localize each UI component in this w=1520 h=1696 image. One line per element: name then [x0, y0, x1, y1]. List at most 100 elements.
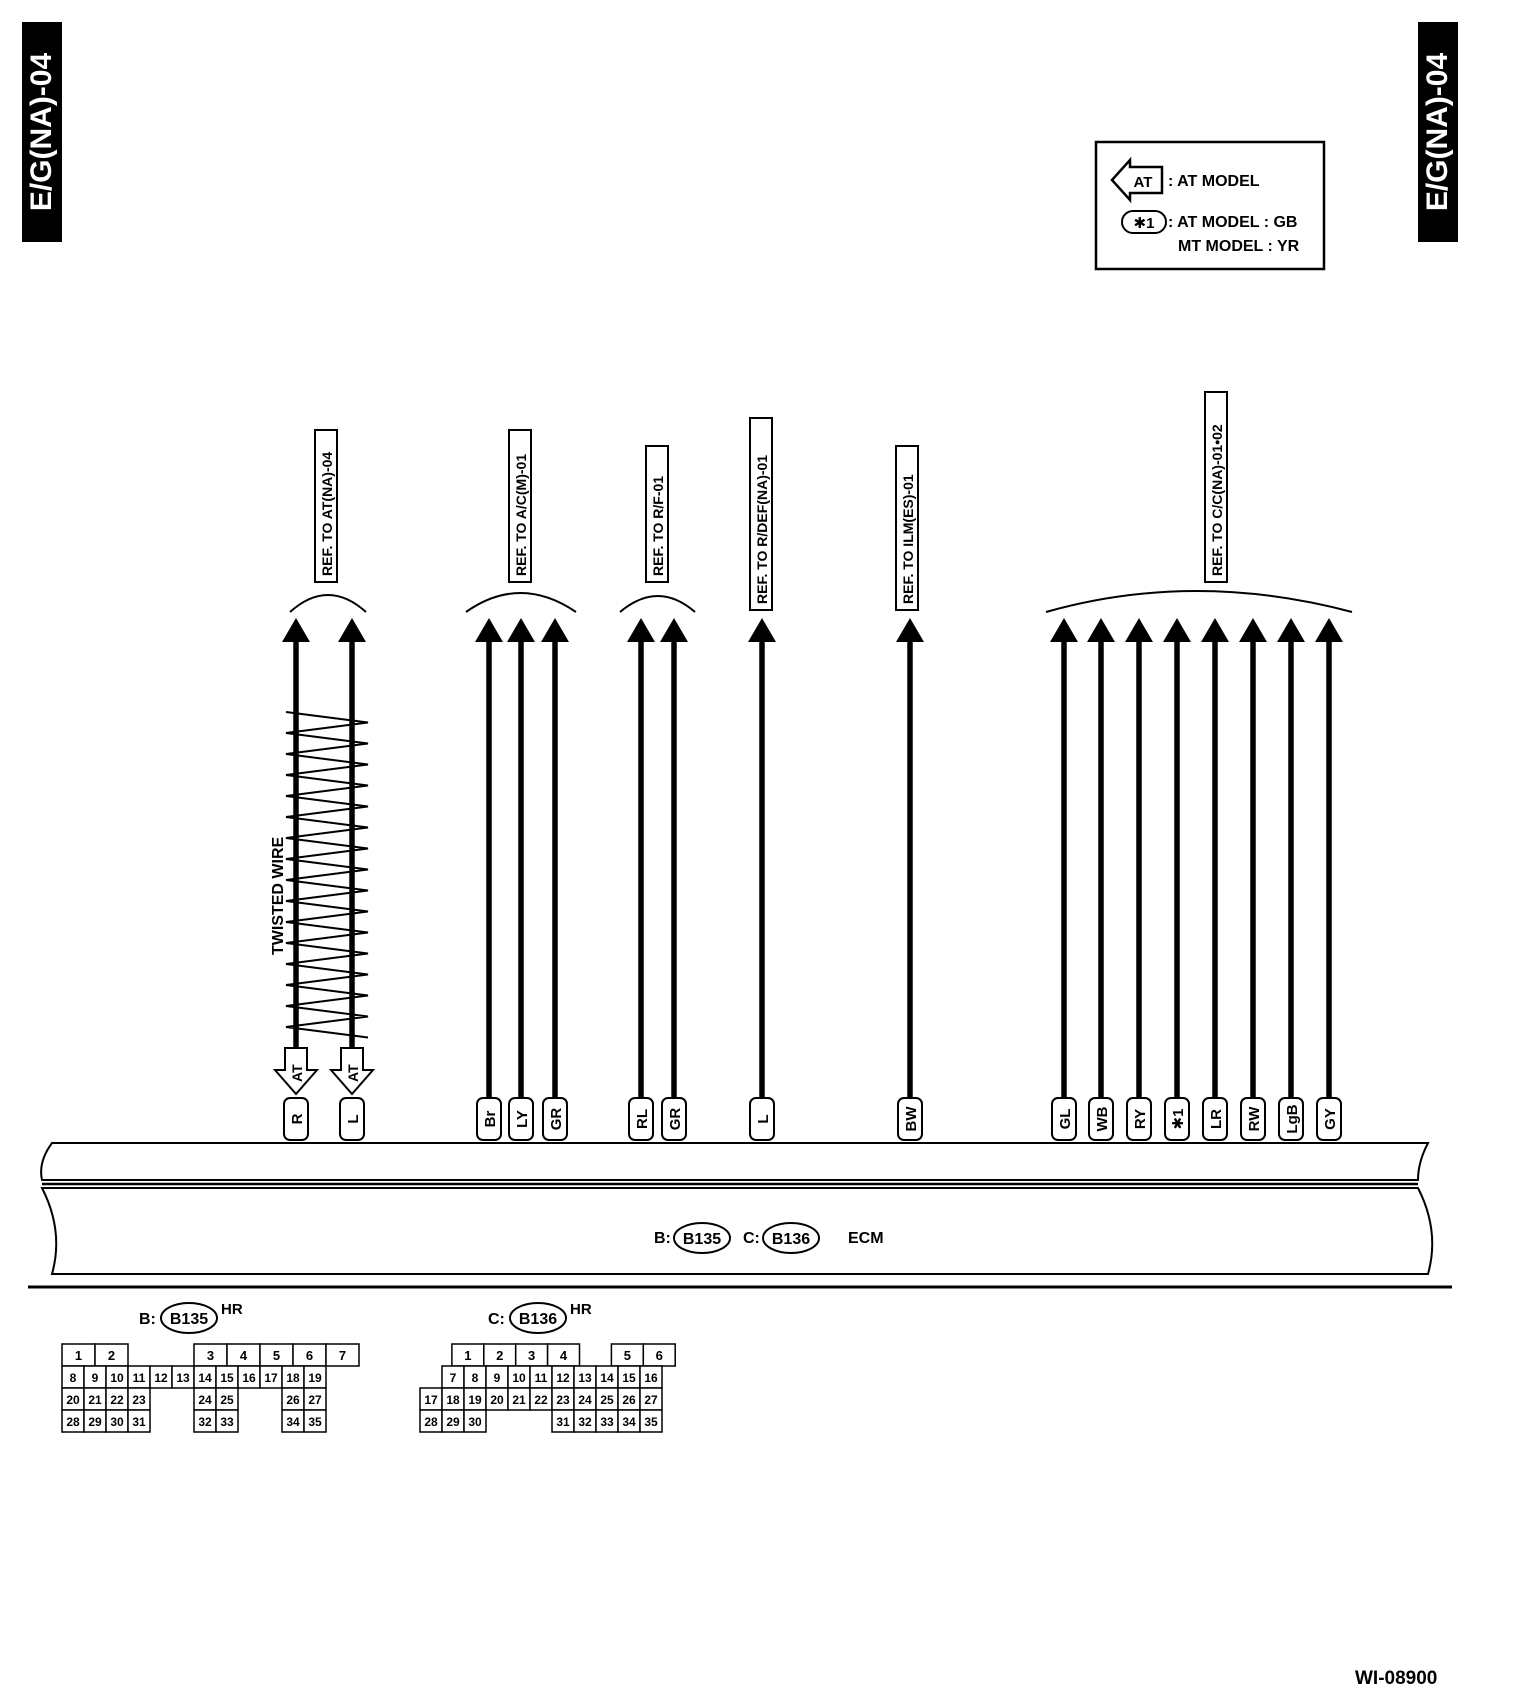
- connector-pin: 15: [622, 1371, 636, 1385]
- bracket-ac: [465, 592, 577, 613]
- group-brackets: [289, 590, 1353, 613]
- connector-cell: [463, 1409, 487, 1433]
- wire-arrow-head: [896, 618, 924, 642]
- wire-color-code: RW: [1246, 1106, 1263, 1132]
- wire-group: ATRC27ATLC35BrC9LYC23GRB16RLC18GRC29LB14…: [272, 618, 1343, 1181]
- connector-pin: 14: [198, 1371, 212, 1385]
- ref-label: REF. TO AT(NA)-04: [319, 452, 335, 576]
- connector-code: B136: [519, 1311, 557, 1328]
- connector-cell: [127, 1409, 151, 1433]
- wire-color-box: [476, 1097, 502, 1141]
- star-symbol-text: ✱1: [1134, 215, 1155, 232]
- connector-cell: [325, 1343, 360, 1367]
- connector-pin: 13: [578, 1371, 592, 1385]
- legend-box: [1094, 140, 1326, 271]
- connector-pin: 18: [286, 1371, 300, 1385]
- connector-pin: 30: [110, 1415, 124, 1429]
- connector-pin: 29: [88, 1415, 102, 1429]
- connector-suffix: HR: [570, 1301, 592, 1318]
- star-line1: : AT MODEL : GB: [1168, 214, 1297, 231]
- connector-pin: 14: [600, 1371, 614, 1385]
- wire-color-code: BW: [903, 1106, 920, 1132]
- wire-color-code: ✱1: [1170, 1109, 1187, 1130]
- at-model-arrow: [272, 1047, 320, 1096]
- connector-pin: 9: [494, 1371, 501, 1385]
- wire-color-box: [897, 1097, 923, 1141]
- wire-color-code: GY: [1322, 1108, 1339, 1130]
- wire-color-box: [1316, 1097, 1342, 1141]
- connector-pin: 35: [308, 1415, 322, 1429]
- connector-pin: 21: [88, 1393, 102, 1407]
- bracket-cc: [1045, 590, 1353, 613]
- wire-arrow-head: [541, 618, 569, 642]
- ref-box: [508, 429, 532, 583]
- wire-arrow-head: [1163, 618, 1191, 642]
- connector-pin: 8: [472, 1371, 479, 1385]
- wire-arrow-head: [660, 618, 688, 642]
- wire-color-box: [1202, 1097, 1228, 1141]
- wire-color-box: [661, 1097, 687, 1141]
- wire-color-box: [1278, 1097, 1304, 1141]
- wire-arrow-head: [1315, 618, 1343, 642]
- connector-pin: 11: [133, 1371, 146, 1385]
- connector-pin: 6: [306, 1348, 313, 1363]
- connector-pin: 6: [656, 1348, 663, 1363]
- wire-color-code: RY: [1132, 1109, 1149, 1129]
- ref-box: [645, 445, 669, 583]
- wire-arrow-head: [1125, 618, 1153, 642]
- connector-suffix: HR: [221, 1301, 243, 1318]
- connector-pin: 21: [512, 1393, 526, 1407]
- wire-color-code: Br: [482, 1111, 499, 1128]
- connector-pin: 22: [534, 1393, 548, 1407]
- connector-pin: 35: [644, 1415, 658, 1429]
- connector-pin: 25: [600, 1393, 614, 1407]
- wire-color-code: LY: [514, 1110, 531, 1128]
- star-symbol-box: [1121, 210, 1167, 234]
- connector-pin: 13: [176, 1371, 190, 1385]
- wire-color-box: [1088, 1097, 1114, 1141]
- page-tag-left: E/G(NA)-04: [22, 22, 62, 242]
- wire-color-code: R: [289, 1113, 306, 1124]
- connector-pin: 2: [108, 1348, 115, 1363]
- connector-pin: 28: [66, 1415, 80, 1429]
- wire-arrow-head: [748, 618, 776, 642]
- wire-arrow-head: [1201, 618, 1229, 642]
- wire-color-box: [749, 1097, 775, 1141]
- at-model-label: AT: [345, 1064, 361, 1082]
- connector-pin: 19: [308, 1371, 322, 1385]
- ref-box: [1204, 391, 1228, 583]
- connector-pin: 5: [624, 1348, 631, 1363]
- ecm-b-code-oval: [673, 1222, 731, 1254]
- connector-pin: 22: [110, 1393, 124, 1407]
- wire-color-box: [628, 1097, 654, 1141]
- connector-pin: 23: [556, 1393, 570, 1407]
- wire-color-code: GR: [667, 1108, 684, 1131]
- wire-color-code: RL: [634, 1109, 651, 1129]
- wire-color-box: [1240, 1097, 1266, 1141]
- connector-pin: 16: [644, 1371, 658, 1385]
- connector-cell: [639, 1409, 663, 1433]
- connector-pin: 10: [512, 1371, 526, 1385]
- wire-color-box: [1051, 1097, 1077, 1141]
- connector-code: B135: [170, 1311, 208, 1328]
- twisted-wire-label: TWISTED WIRE: [270, 836, 287, 955]
- ref-label: REF. TO C/C(NA)-01•02: [1209, 424, 1225, 576]
- page-tag-right: E/G(NA)-04: [1418, 22, 1458, 242]
- connector-pin: 30: [468, 1415, 482, 1429]
- connector-pin: 20: [66, 1393, 80, 1407]
- connector-pin: 26: [622, 1393, 636, 1407]
- wire-color-box: [283, 1097, 309, 1141]
- wire-arrow-head: [507, 618, 535, 642]
- connector-pin: 11: [535, 1371, 548, 1385]
- wire-color-code: GR: [548, 1108, 565, 1131]
- ecm-b-code: B135: [683, 1231, 721, 1248]
- wire-color-box: [1126, 1097, 1152, 1141]
- wire-color-box: [542, 1097, 568, 1141]
- connector-code-oval: [160, 1302, 218, 1334]
- connector-pin: 17: [264, 1371, 278, 1385]
- ecm-block: B: B135 C: B136 ECM: [28, 1142, 1452, 1289]
- connector-pin: 24: [198, 1393, 212, 1407]
- bracket-rf: [619, 595, 696, 613]
